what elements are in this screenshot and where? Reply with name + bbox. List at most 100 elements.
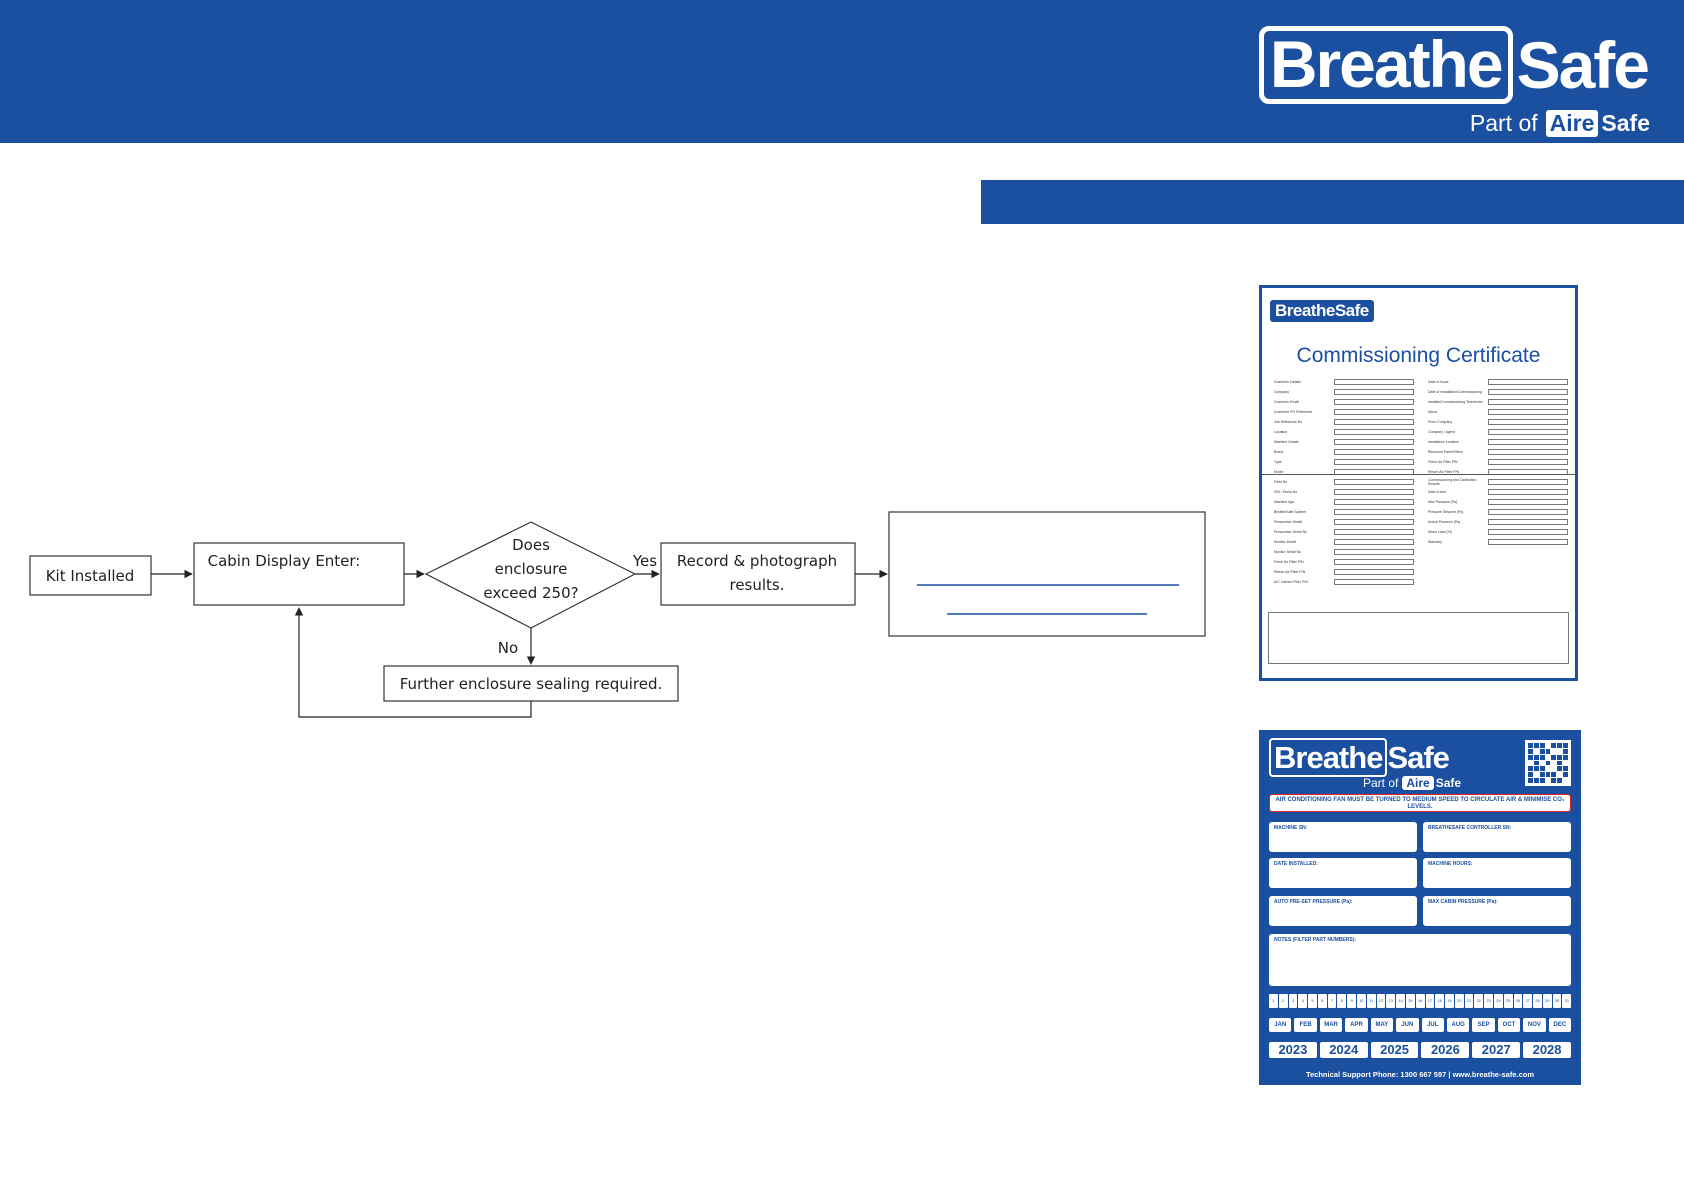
- qr-module: [1533, 772, 1539, 778]
- certificate-right-field-row: Installation Location: [1428, 438, 1568, 446]
- sticker-day-cell: 17: [1425, 994, 1435, 1008]
- certificate-left-field-row: Type: [1274, 458, 1414, 466]
- certificate-left-field-row: Machine Details: [1274, 438, 1414, 446]
- qr-module: [1528, 772, 1533, 778]
- certificate-left-field-label: Fresh Air Filter P/N: [1274, 560, 1304, 564]
- qr-module: [1557, 778, 1563, 783]
- certificate-left-field-label: Pressuriser Serial No: [1274, 530, 1308, 534]
- certificate-left-field-value-box: [1334, 489, 1414, 495]
- certificate-right-field-row: From Company: [1428, 418, 1568, 426]
- certificate-left-field-row: Fleet No: [1274, 478, 1414, 486]
- brand-tagline-prefix: Part of: [1469, 110, 1538, 136]
- qr-module: [1533, 760, 1539, 766]
- certificate-right-field-value-box: [1488, 429, 1568, 435]
- brand-wordmark: Breathe Safe: [1258, 26, 1650, 104]
- sticker-month-cell: DEC: [1548, 1018, 1572, 1032]
- certificate-left-field-value-box: [1334, 459, 1414, 465]
- qr-module: [1545, 778, 1551, 783]
- certificate-divider: [1262, 474, 1575, 475]
- sticker-day-cell: 5: [1308, 994, 1317, 1008]
- qr-module: [1539, 743, 1545, 748]
- qr-module: [1533, 766, 1539, 772]
- qr-module: [1551, 743, 1557, 748]
- sticker-year-cell: 2028: [1523, 1042, 1571, 1058]
- certificate-left-field-row: Job Reference No: [1274, 418, 1414, 426]
- certificate-right-field-label: Motor Load (%): [1428, 530, 1453, 534]
- no-label: No: [498, 639, 518, 657]
- certificate-right-field-label: Warranty: [1428, 540, 1443, 544]
- certificate-left-field-label: Machine Age: [1274, 500, 1295, 504]
- certificate-left-field-value-box: [1334, 569, 1414, 575]
- certificate-left-field-label: Customer Details: [1274, 380, 1301, 384]
- section-title-bar: [981, 180, 1684, 224]
- sticker-day-cell: 14: [1396, 994, 1405, 1008]
- sticker-month-cell: NOV: [1523, 1018, 1546, 1032]
- certificate-left-field-label: Fleet No: [1274, 480, 1288, 484]
- qr-module: [1528, 748, 1533, 754]
- sticker-day-cell: 22: [1474, 994, 1484, 1008]
- qr-module: [1539, 766, 1545, 772]
- sticker-warning: AIR CONDITIONING FAN MUST BE TURNED TO M…: [1269, 794, 1571, 812]
- certificate-right-field-value-box: [1488, 389, 1568, 395]
- qr-module: [1533, 748, 1539, 754]
- sticker-year-cell: 2025: [1370, 1042, 1419, 1058]
- sticker-logo-safe: Safe: [1387, 740, 1449, 775]
- sticker-day-cell: 28: [1533, 994, 1542, 1008]
- qr-module: [1539, 754, 1545, 760]
- qr-module: [1528, 778, 1533, 783]
- brand-name-breathe: Breathe: [1258, 26, 1513, 104]
- certificate-right-field-value-box: [1488, 399, 1568, 405]
- certificate-right-field-label: Company / Agent: [1428, 430, 1455, 434]
- certificate-left-field-label: Return Air Filter P/N: [1274, 570, 1306, 574]
- sticker-tagline-safe: Safe: [1435, 776, 1462, 790]
- sticker-day-cell: 11: [1366, 994, 1376, 1008]
- sticker-day-cell: 13: [1386, 994, 1396, 1008]
- sticker-machine-hours-field: MACHINE HOURS:: [1423, 858, 1571, 888]
- certificate-right-field-value-box: [1488, 529, 1568, 535]
- certificate-left-field-label: Brand: [1274, 450, 1284, 454]
- certificate-right-field-value-box: [1488, 489, 1568, 495]
- qr-module: [1533, 754, 1539, 760]
- decision-text-line1: Does: [512, 536, 550, 554]
- qr-module: [1563, 778, 1568, 783]
- certificate-notes-box: [1268, 612, 1569, 664]
- qr-module: [1557, 754, 1563, 760]
- certificate-left-field-row: Customer Email: [1274, 398, 1414, 406]
- certificate-left-field-row: VIN / Serial No: [1274, 488, 1414, 496]
- certificate-left-field-label: Job Reference No: [1274, 420, 1303, 424]
- qr-module: [1557, 743, 1563, 748]
- qr-module: [1551, 778, 1557, 783]
- certificate-right-field-label: Removed Parts/Filters: [1428, 450, 1463, 454]
- qr-module: [1528, 743, 1533, 748]
- certificate-left-field-value-box: [1334, 389, 1414, 395]
- certificate-left-field-label: Machine Details: [1274, 440, 1299, 444]
- qr-module: [1528, 766, 1533, 772]
- certificate-right-field-label: Installer/Commissioning Technician: [1428, 400, 1483, 404]
- sticker-day-cell: 20: [1454, 994, 1464, 1008]
- certificate-right-field-row: Company / Agent: [1428, 428, 1568, 436]
- certificate-left-field-label: Customer Email: [1274, 400, 1299, 404]
- certificate-left-field-value-box: [1334, 509, 1414, 515]
- kit-installed-box: [29, 555, 152, 596]
- certificate-right-field-row: Fresh Air Filter P/N: [1428, 458, 1568, 466]
- further-sealing-label: Further enclosure sealing required.: [400, 675, 663, 693]
- sticker-day-cell: 19: [1445, 994, 1454, 1008]
- certificate-right-field-row: Actual Pressure (Pa): [1428, 518, 1568, 526]
- certificate-right-field-row: Max Pressure (Pa): [1428, 498, 1568, 506]
- sticker-month-cell: JAN: [1269, 1018, 1292, 1032]
- qr-module: [1551, 754, 1557, 760]
- certificate-right-field-row: Date of test: [1428, 488, 1568, 496]
- certificate-left-field-row: Pressuriser Serial No: [1274, 528, 1414, 536]
- certificate-left-field-value-box: [1334, 399, 1414, 405]
- certificate-right-field-row: Warranty: [1428, 538, 1568, 546]
- certificate-left-field-label: Customer PO Reference: [1274, 410, 1313, 414]
- sticker-day-cell: 6: [1317, 994, 1327, 1008]
- qr-module: [1551, 766, 1557, 772]
- qr-module: [1563, 754, 1568, 760]
- qr-module: [1539, 778, 1545, 783]
- certificate-right-field-label: Date of Installation/Commissioning: [1428, 390, 1482, 394]
- sticker-date-installed-field: DATE INSTALLED:: [1269, 858, 1417, 888]
- record-results-box: [660, 542, 856, 606]
